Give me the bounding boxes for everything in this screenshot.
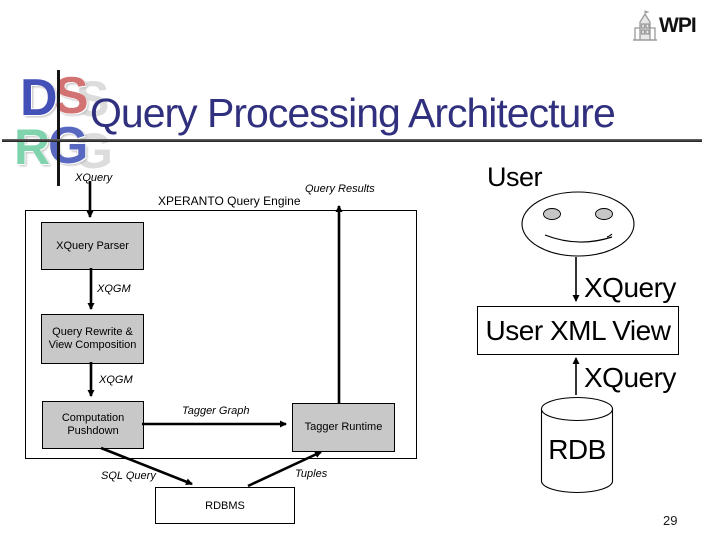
dsrg-ghost-s-letter: S [76, 71, 110, 127]
dsrg-r-letter: R [14, 119, 51, 175]
computation-pushdown-label-line2: Pushdown [67, 425, 119, 437]
xquery-parser-box: XQuery Parser [41, 222, 144, 270]
edge-label-xquery-in: XQuery [75, 172, 113, 184]
edge-label-xquery-rdb: XQuery [584, 362, 676, 393]
dsrg-ghost-g-letter: G [74, 123, 113, 179]
tagger-runtime-label: Tagger Runtime [304, 421, 383, 433]
user-xml-view-label: User XML View [485, 314, 671, 346]
edge-label-sql-query: SQL Query [101, 470, 156, 482]
computation-pushdown-box: Computation Pushdown [42, 401, 144, 449]
tagger-runtime-box: Tagger Runtime [292, 403, 395, 452]
dsrg-d-letter: D [20, 69, 58, 127]
query-rewrite-box: Query Rewrite & View Composition [41, 314, 144, 364]
xperanto-engine-label: XPERANTO Query Engine [158, 194, 301, 208]
query-rewrite-label-line1: Query Rewrite & [52, 326, 133, 338]
user-label: User [487, 162, 543, 192]
edge-label-tuples: Tuples [295, 468, 328, 480]
smiley-right-eye [595, 208, 613, 220]
user-xml-view-box: User XML View [477, 306, 679, 355]
wpi-logo: WPI [632, 10, 697, 42]
rdbms-box: RDBMS [155, 487, 295, 524]
xperanto-engine-boundary [25, 210, 417, 459]
smiley-mouth [544, 234, 613, 243]
query-rewrite-label-line2: View Composition [48, 339, 137, 351]
smiley-left-eye [543, 208, 561, 220]
dsrg-logo: S G S D G R [10, 66, 120, 190]
edge-label-tagger-graph: Tagger Graph [182, 405, 250, 417]
edge-label-query-results: Query Results [305, 183, 375, 195]
edge-label-xquery-user: XQuery [584, 272, 676, 303]
title-underline [2, 139, 702, 142]
dsrg-g-letter: G [48, 117, 89, 175]
rdb-label: RDB [548, 434, 606, 465]
edge-label-xqgm-2: XQGM [99, 374, 133, 386]
database-cylinder-icon: RDB [540, 396, 614, 494]
page-number: 29 [663, 513, 678, 528]
user-smiley-icon [519, 190, 637, 263]
rdbms-label: RDBMS [205, 499, 245, 512]
xquery-parser-label: XQuery Parser [56, 239, 129, 252]
page-title: Query Processing Architecture [90, 90, 616, 136]
wpi-logo-text: WPI [659, 14, 697, 37]
edge-label-xqgm-1: XQGM [97, 283, 131, 295]
wpi-tower-icon [633, 10, 657, 41]
dsrg-cross-line [57, 70, 60, 186]
computation-pushdown-label-line1: Computation [61, 412, 125, 424]
